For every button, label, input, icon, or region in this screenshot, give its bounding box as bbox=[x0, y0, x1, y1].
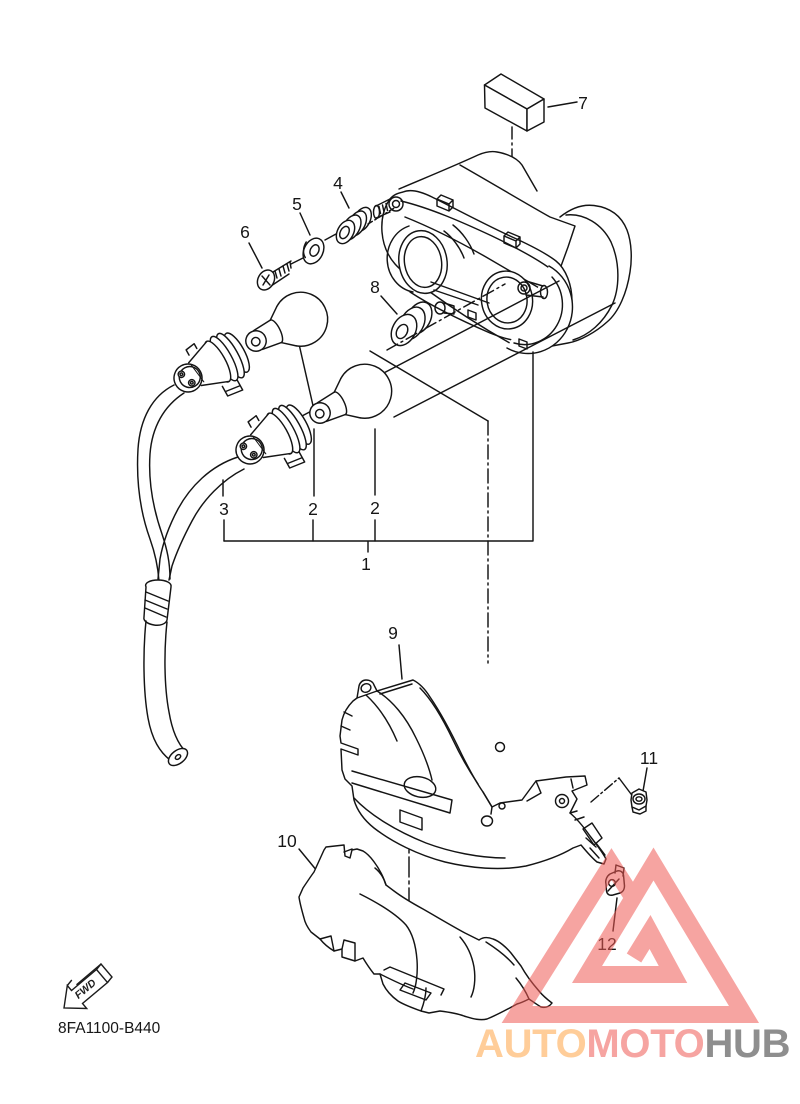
svg-text:11: 11 bbox=[640, 748, 658, 768]
svg-text:1: 1 bbox=[361, 554, 371, 574]
svg-text:5: 5 bbox=[292, 194, 302, 214]
svg-text:2: 2 bbox=[308, 499, 318, 519]
svg-text:6: 6 bbox=[240, 222, 250, 242]
svg-text:2: 2 bbox=[370, 498, 380, 518]
svg-text:4: 4 bbox=[333, 173, 343, 193]
svg-text:8FA1100-B440: 8FA1100-B440 bbox=[58, 1020, 161, 1037]
svg-text:9: 9 bbox=[388, 623, 398, 643]
svg-text:10: 10 bbox=[277, 831, 297, 851]
svg-text:3: 3 bbox=[219, 499, 229, 519]
svg-text:7: 7 bbox=[578, 93, 588, 113]
svg-text:8: 8 bbox=[370, 277, 380, 297]
svg-text:AUTOMOTOHUB: AUTOMOTOHUB bbox=[475, 1022, 790, 1066]
